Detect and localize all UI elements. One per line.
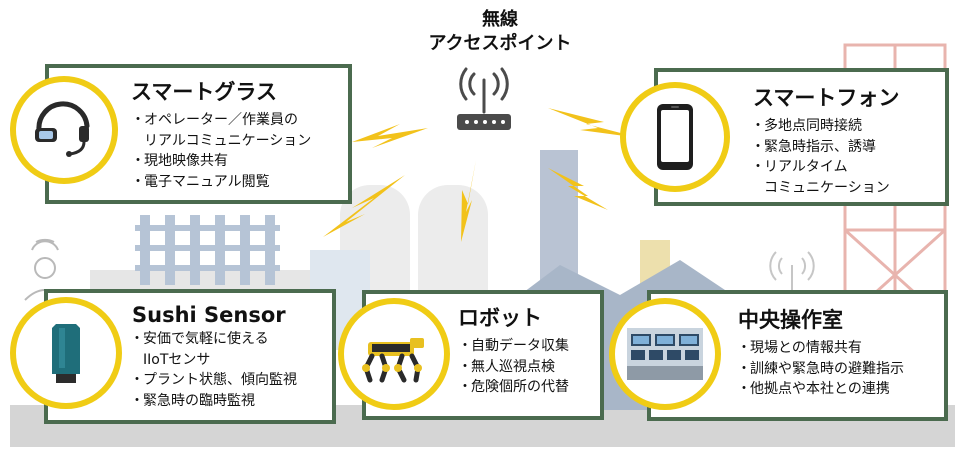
bullet-dot: ・	[458, 358, 472, 375]
bullet-text: リアルタイム	[764, 159, 848, 175]
sensor-icon	[52, 324, 80, 383]
card-title: 中央操作室	[738, 308, 843, 332]
bullet-text: 電子マニュアル閲覧	[144, 173, 270, 190]
bullet-item: IIoTセンサ	[130, 350, 297, 371]
bullet-dot: ・	[458, 338, 472, 354]
bullet-item: ・緊急時指示、誘導	[751, 137, 890, 158]
bullet-dot: ・	[131, 153, 145, 169]
bullet-item: ・自動データ収集	[458, 336, 569, 357]
bullet-item: ・電子マニュアル閲覧	[131, 172, 311, 193]
bullet-dot: ・	[737, 340, 751, 356]
bullet-text: コミュニケーション	[764, 179, 890, 196]
smart-glasses-icon	[35, 101, 90, 157]
smart-glasses-icon-circle	[10, 76, 118, 184]
card-title: スマートグラス	[131, 80, 277, 104]
lightning-bolt	[323, 175, 405, 237]
bullet-item: ・訓練や緊急時の避難指示	[737, 359, 904, 380]
bullet-item: ・他拠点や本社との連携	[737, 379, 904, 400]
bullet-item: ・オペレーター／作業員の	[131, 110, 311, 131]
bullet-dot: ・	[130, 331, 144, 347]
bullet-text: 訓練や緊急時の避難指示	[750, 360, 904, 377]
card-title: Sushi Sensor	[132, 303, 286, 327]
bullet-list: ・現場との情報共有・訓練や緊急時の避難指示・他拠点や本社との連携	[737, 338, 904, 400]
bullet-text: リアルコミュニケーション	[144, 132, 312, 149]
bullet-item: ・安価で気軽に使える	[130, 329, 297, 350]
bullet-text: 緊急時指示、誘導	[764, 138, 876, 155]
access-point-title: 無線 アクセスポイント	[400, 8, 600, 56]
bullet-dot: ・	[130, 392, 144, 409]
lightning-bolt	[352, 124, 428, 148]
bullet-text: 無人巡視点検	[471, 358, 555, 375]
bullet-text: オペレーター／作業員の	[144, 112, 298, 128]
bullet-item: ・多地点同時接続	[751, 116, 890, 137]
wifi-antenna-right	[769, 251, 815, 290]
bullet-item: ・リアルタイム	[751, 157, 890, 178]
bullet-item: リアルコミュニケーション	[131, 131, 311, 152]
bullet-item: コミュニケーション	[751, 178, 890, 199]
bullet-text: 現場との情報共有	[750, 340, 862, 356]
bullet-dot: ・	[737, 381, 751, 397]
factory-window-grid	[135, 215, 280, 285]
bullet-item: ・プラント状態、傾向監視	[130, 370, 297, 391]
bullet-item: ・危険個所の代替	[458, 377, 569, 398]
access-point-title-line1: 無線	[482, 9, 518, 30]
bullet-item: ・現地映像共有	[131, 151, 311, 172]
control-room-icon-circle	[609, 298, 721, 410]
lightning-bolt	[461, 160, 476, 242]
bullet-list: ・自動データ収集・無人巡視点検・危険個所の代替	[458, 336, 569, 398]
bullet-text: 現地映像共有	[144, 153, 228, 169]
bullet-dot: ・	[130, 372, 144, 388]
bullet-text: 危険個所の代替	[471, 379, 569, 395]
bullet-text: 他拠点や本社との連携	[750, 381, 890, 397]
lightning-bolt	[548, 168, 608, 210]
sensor-icon-circle	[10, 297, 122, 409]
smartphone-icon-circle	[620, 82, 730, 192]
bullet-item: ・緊急時の臨時監視	[130, 391, 297, 412]
bullet-text: 自動データ収集	[471, 338, 569, 354]
bullet-dot: ・	[737, 360, 751, 377]
bullet-text: 安価で気軽に使える	[143, 331, 269, 347]
bullet-text: 緊急時の臨時監視	[143, 392, 255, 409]
control-room-icon	[627, 328, 703, 380]
bullet-list: ・多地点同時接続・緊急時指示、誘導・リアルタイムコミュニケーション	[751, 116, 890, 198]
bullet-dot: ・	[458, 379, 472, 395]
access-point-title-line2: アクセスポイント	[428, 33, 572, 54]
bullet-text: プラント状態、傾向監視	[143, 372, 297, 388]
robot-icon-circle	[338, 298, 450, 410]
bullet-text: 多地点同時接続	[764, 118, 862, 134]
robot-dog-icon	[362, 338, 424, 383]
wireless-router-icon	[457, 67, 511, 130]
bullet-dot: ・	[131, 173, 145, 190]
bullet-item: ・現場との情報共有	[737, 338, 904, 359]
bullet-text: IIoTセンサ	[143, 351, 211, 368]
card-title: ロボット	[458, 306, 542, 330]
smartphone-icon	[657, 104, 693, 170]
card-title: スマートフォン	[753, 86, 900, 110]
bullet-list: ・オペレーター／作業員のリアルコミュニケーション・現地映像共有・電子マニュアル閲…	[131, 110, 311, 192]
bullet-dot: ・	[751, 138, 765, 155]
bullet-dot: ・	[131, 112, 145, 128]
bullet-item: ・無人巡視点検	[458, 357, 569, 378]
bullet-dot: ・	[751, 159, 765, 175]
lightning-bolt	[548, 108, 640, 138]
bullet-dot: ・	[751, 118, 765, 134]
